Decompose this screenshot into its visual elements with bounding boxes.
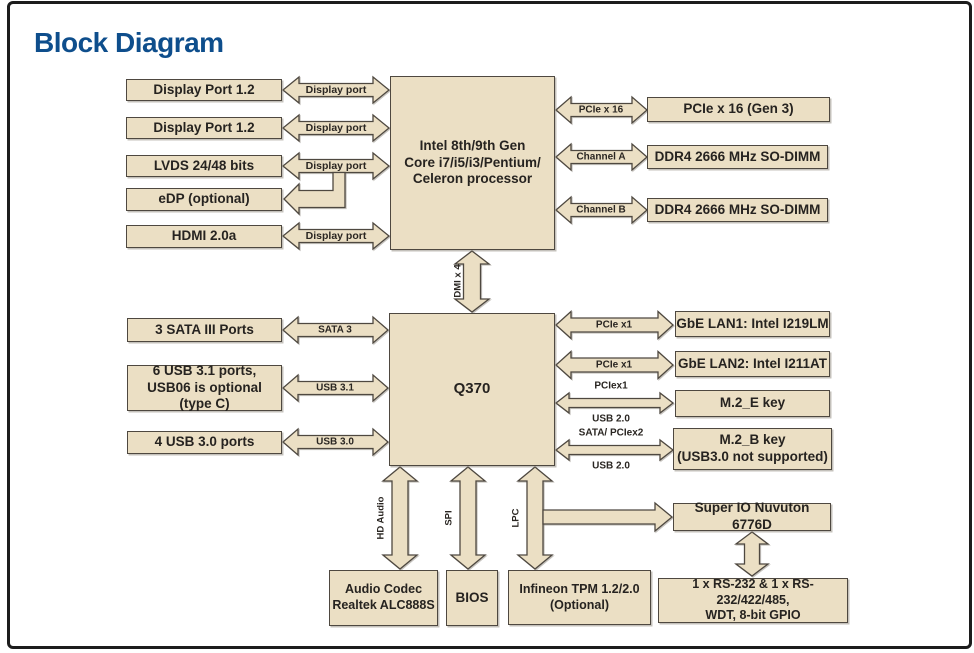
arrow-label-display-port-4: Display port xyxy=(305,230,367,242)
box-label: PCIe x 16 (Gen 3) xyxy=(683,101,794,117)
arrow-dmi xyxy=(453,250,491,313)
box-label: Super IO Nuvuton 6776D xyxy=(694,500,810,532)
usb31-line-1: 6 USB 3.1 ports, xyxy=(152,362,257,378)
arrow-label-spi: SPI xyxy=(443,510,455,526)
box-hdmi: HDMI 2.0a xyxy=(126,225,282,248)
arrow-display-port-hdmi xyxy=(281,221,391,251)
arrow-label-pcie-x1-lan1: PCIe x1 xyxy=(595,319,633,331)
box-serial-gpio: 1 x RS-232 & 1 x RS-232/422/485, WDT, 8-… xyxy=(658,577,848,623)
box-label: 4 USB 3.0 ports xyxy=(154,434,255,450)
box-display-port-2: Display Port 1.2 xyxy=(126,117,282,139)
box-m2-b-key: M.2_B key (USB3.0 not supported) xyxy=(673,428,832,470)
box-edp: eDP (optional) xyxy=(126,188,282,211)
arrow-label-sata3: SATA 3 xyxy=(318,324,352,336)
box-label: Display Port 1.2 xyxy=(153,81,255,97)
arrow-edp-branch xyxy=(283,171,346,216)
arrow-label-hd-audio: HD Audio xyxy=(375,496,387,540)
arrow-label-usb20-m2e: USB 2.0 xyxy=(592,413,630,425)
box-m2-e-key: M.2_E key xyxy=(675,390,830,417)
box-lvds: LVDS 24/48 bits xyxy=(126,155,282,177)
arrow-m2b xyxy=(554,438,675,462)
arrow-label-dmi: DMI x 4 xyxy=(452,264,464,298)
audio-line-2: Realtek ALC888S xyxy=(332,598,435,612)
box-label: eDP (optional) xyxy=(158,191,250,207)
box-usb31-ports: 6 USB 3.1 ports, USB06 is optional (type… xyxy=(127,362,282,412)
arrow-display-port-2 xyxy=(281,113,391,143)
box-super-io: Super IO Nuvuton 6776D xyxy=(673,500,831,532)
arrow-label-display-port-3: Display port xyxy=(305,160,367,172)
arrow-label-sata-pciex2-m2b: SATA/ PCIex2 xyxy=(578,427,644,439)
arrow-usb31 xyxy=(282,373,389,403)
arrow-label-display-port-2: Display port xyxy=(305,122,367,134)
audio-line-1: Audio Codec xyxy=(344,582,423,597)
box-label: GbE LAN1: Intel I219LM xyxy=(676,315,829,331)
box-audio-codec: Audio Codec Realtek ALC888S xyxy=(329,570,438,626)
box-usb30-ports: 4 USB 3.0 ports xyxy=(127,431,282,454)
box-label: GbE LAN2: Intel I211AT xyxy=(677,355,828,371)
box-pch-q370: Q370 xyxy=(389,313,555,466)
box-sata-ports: 3 SATA III Ports xyxy=(127,318,282,342)
box-label: Q370 xyxy=(453,380,491,398)
m2b-line-1: M.2_B key xyxy=(719,432,786,448)
arrow-spi xyxy=(449,466,487,570)
box-display-port-1: Display Port 1.2 xyxy=(126,79,282,101)
box-lan2: GbE LAN2: Intel I211AT xyxy=(675,351,830,377)
arrow-display-port-lvds xyxy=(281,151,391,181)
tpm-line-1: Infineon TPM 1.2/2.0 xyxy=(519,581,640,596)
arrow-pcie-x1-lan2 xyxy=(555,350,674,380)
arrow-display-port-1 xyxy=(281,75,391,105)
box-label: DDR4 2666 MHz SO-DIMM xyxy=(654,148,821,164)
arrow-label-channel-b: Channel B xyxy=(576,204,626,216)
arrow-label-pcie-x1-lan2: PCIe x1 xyxy=(595,359,633,371)
arrow-usb30 xyxy=(282,427,389,457)
arrow-label-usb31: USB 3.1 xyxy=(316,382,354,394)
arrow-label-usb20-m2b: USB 2.0 xyxy=(592,460,630,472)
box-label: M.2_E key xyxy=(719,395,786,411)
arrow-superio-serial xyxy=(734,531,770,577)
serial-line-1: 1 x RS-232 & 1 x RS-232/422/485, xyxy=(692,577,814,607)
box-processor: Intel 8th/9th Gen Core i7/i5/i3/Pentium/… xyxy=(390,76,555,250)
arrow-sata3 xyxy=(282,315,389,345)
box-tpm: Infineon TPM 1.2/2.0 (Optional) xyxy=(508,570,651,625)
arrow-m2e xyxy=(554,391,675,415)
box-label: 3 SATA III Ports xyxy=(155,321,254,337)
box-lan1: GbE LAN1: Intel I219LM xyxy=(675,311,830,337)
arrow-pcie-x1-lan1 xyxy=(555,310,674,340)
processor-line-3: Celeron processor xyxy=(412,171,533,187)
arrow-hd-audio xyxy=(381,466,419,570)
arrow-label-display-port-1: Display port xyxy=(305,84,367,96)
serial-line-2: WDT, 8-bit GPIO xyxy=(705,608,801,623)
box-bios: BIOS xyxy=(446,570,498,626)
box-label: Display Port 1.2 xyxy=(153,119,255,135)
box-so-dimm-1: DDR4 2666 MHz SO-DIMM xyxy=(647,145,828,169)
m2b-line-2: (USB3.0 not supported) xyxy=(677,449,828,464)
arrow-label-channel-a: Channel A xyxy=(576,151,626,163)
box-label: LVDS 24/48 bits xyxy=(153,157,255,173)
usb31-line-3: (type C) xyxy=(179,396,230,412)
box-label: HDMI 2.0a xyxy=(171,228,237,244)
box-label: BIOS xyxy=(455,589,489,605)
arrow-label-pcie-x16: PCIe x 16 xyxy=(578,104,624,116)
arrow-label-usb30: USB 3.0 xyxy=(316,436,354,448)
tpm-line-2: (Optional) xyxy=(549,597,609,612)
box-label: DDR4 2666 MHz SO-DIMM xyxy=(654,201,821,217)
processor-line-2: Core i7/i5/i3/Pentium/ xyxy=(404,154,541,170)
box-so-dimm-2: DDR4 2666 MHz SO-DIMM xyxy=(647,198,828,222)
arrow-lpc-branch-superio xyxy=(542,501,674,533)
arrow-label-pciex1-m2e: PCIex1 xyxy=(594,380,628,392)
page-title: Block Diagram xyxy=(34,27,224,58)
arrow-label-lpc: LPC xyxy=(510,508,522,528)
box-pcie-x16-gen3: PCIe x 16 (Gen 3) xyxy=(647,97,830,122)
usb31-line-2: USB06 is optional xyxy=(147,379,262,395)
processor-line-1: Intel 8th/9th Gen xyxy=(419,137,526,153)
arrow-lpc xyxy=(516,466,554,570)
